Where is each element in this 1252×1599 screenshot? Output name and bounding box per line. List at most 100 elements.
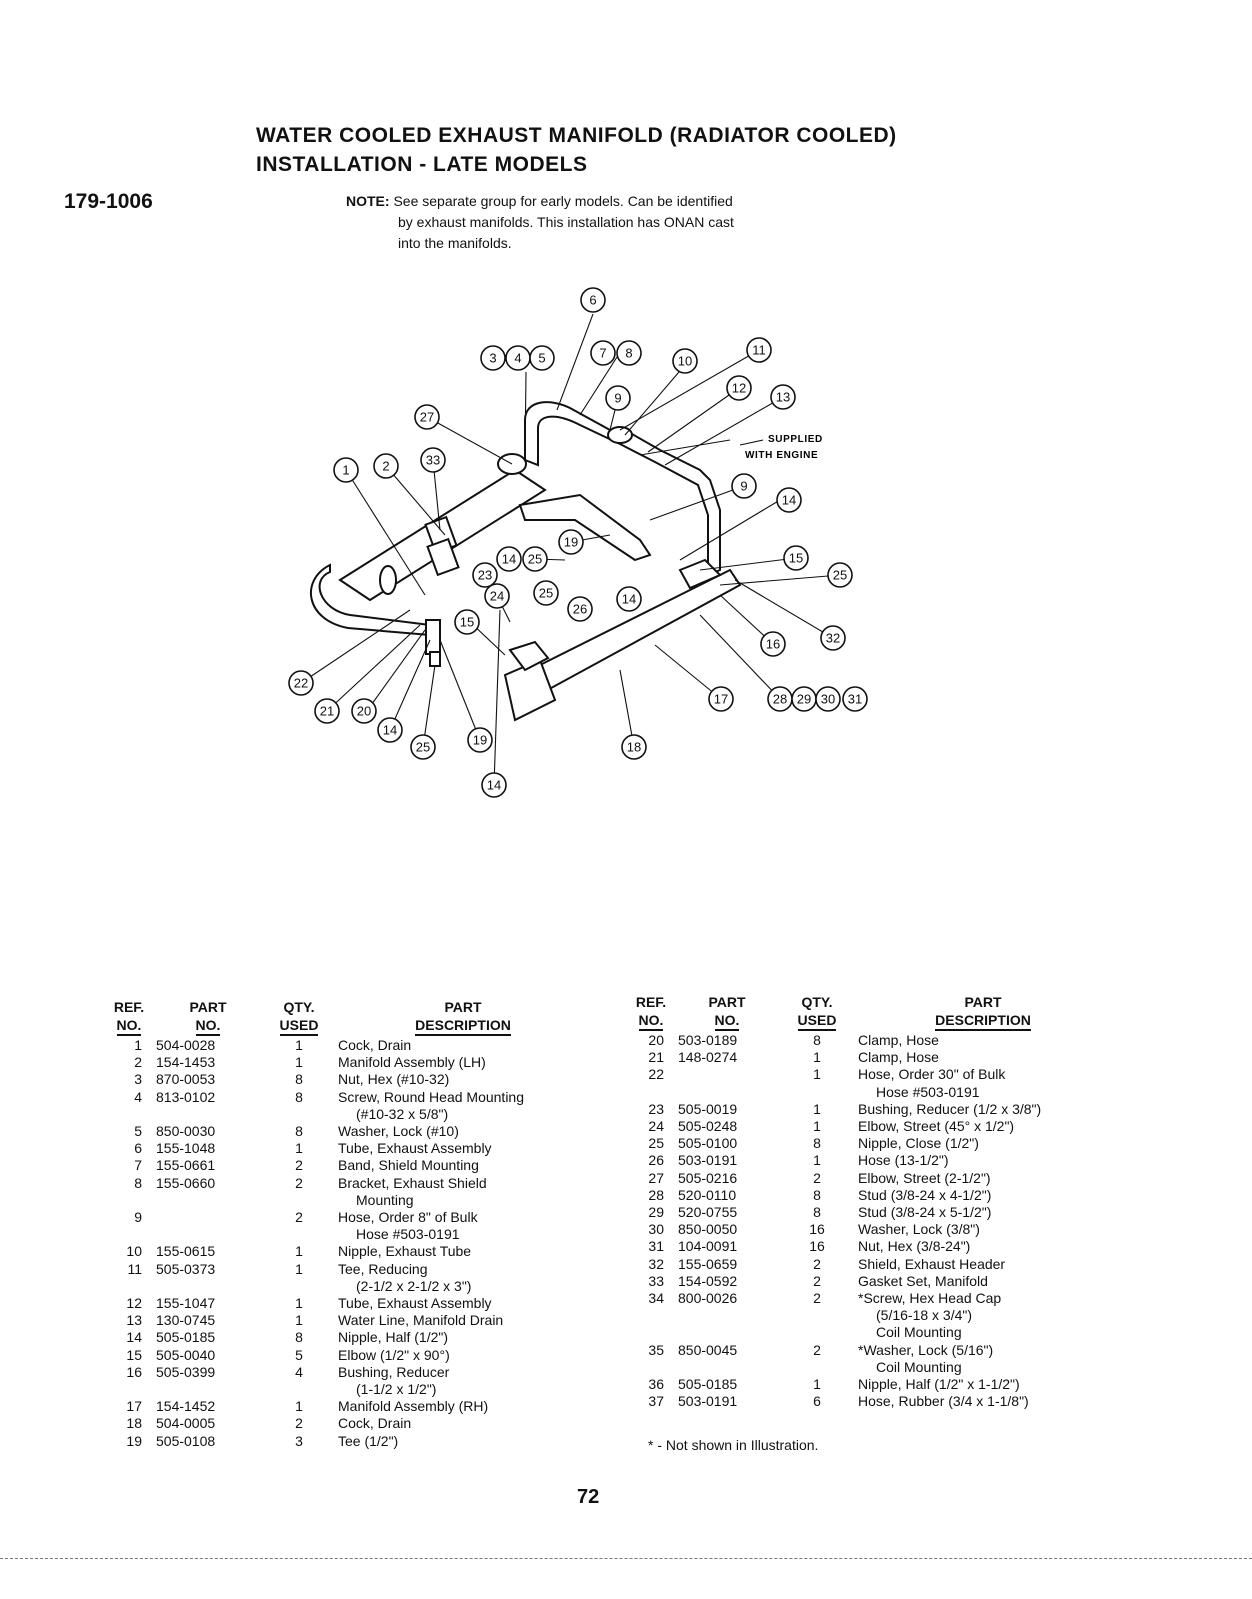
part-number-cell: 813-0102: [156, 1088, 216, 1105]
part-number-cell: 505-0019: [678, 1100, 738, 1117]
description-continuation: (#10-32 x 5/8"): [356, 1105, 449, 1122]
description-line: Washer, Lock (#10): [338, 1123, 459, 1140]
description-cell: Elbow, Street (2-1/2"): [856, 1170, 1110, 1187]
callout-19: 19: [467, 727, 493, 753]
page-title: WATER COOLED EXHAUST MANIFOLD (RADIATOR …: [256, 121, 897, 179]
callout-27: 27: [414, 404, 440, 430]
description-line: Manifold Assembly (RH): [338, 1398, 489, 1415]
part-number-cell: 870-0053: [156, 1071, 216, 1088]
callout-label: 15: [789, 551, 803, 566]
callout-15: 15: [454, 609, 480, 635]
qty-cell: 2: [295, 1157, 303, 1174]
part-number-cell: [154, 1209, 262, 1243]
ref-cell: 4: [134, 1088, 142, 1105]
qty-cell: 1: [295, 1260, 303, 1277]
ref-cell: 35: [648, 1341, 664, 1358]
qty-cell: 16: [809, 1221, 825, 1238]
description-line: Nut, Hex (3/8-24"): [858, 1238, 971, 1255]
callout-8: 8: [616, 340, 642, 366]
gasket-b: [426, 537, 460, 577]
callout-label: 5: [538, 351, 545, 366]
description-line: Hose, Rubber (3/4 x 1-1/8"): [858, 1393, 1029, 1410]
qty-cell: 1: [813, 1118, 821, 1135]
description-cell: Bushing, Reducer (1/2 x 3/8"): [856, 1101, 1110, 1118]
callout-14: 14: [481, 772, 507, 798]
ref-cell: 34: [648, 1290, 664, 1307]
qty-cell: 2: [813, 1169, 821, 1186]
callout-label: 23: [478, 568, 492, 583]
description-cell: Nipple, Half (1/2"): [336, 1329, 590, 1346]
description-line: Screw, Round Head Mounting: [338, 1088, 524, 1105]
description-cell: Nipple, Close (1/2"): [856, 1135, 1110, 1152]
description-line: Band, Shield Mounting: [338, 1157, 479, 1174]
callout-label: 4: [514, 351, 521, 366]
description-cell: *Washer, Lock (5/16")Coil Mounting: [856, 1342, 1110, 1376]
callout-15: 15: [783, 545, 809, 571]
callout-label: 29: [797, 692, 811, 707]
description-continuation: Hose #503-0191: [356, 1226, 460, 1243]
description-cell: Screw, Round Head Mounting(#10-32 x 5/8"…: [336, 1089, 590, 1123]
description-cell: Stud (3/8-24 x 5-1/2"): [856, 1204, 1110, 1221]
description-line: Manifold Assembly (LH): [338, 1054, 486, 1071]
ref-cell: 1: [134, 1037, 142, 1053]
ref-cell: 14: [126, 1329, 142, 1346]
part-number-cell: 503-0191: [678, 1393, 738, 1410]
ref-cell: 19: [126, 1432, 142, 1449]
qty-cell: 1: [813, 1100, 821, 1117]
col-ref: REF.NO.: [104, 998, 154, 1037]
description-line: Tee, Reducing: [338, 1260, 428, 1277]
ref-cell: 21: [648, 1049, 664, 1066]
part-number-cell: 104-0091: [678, 1238, 738, 1255]
ref-cell: 9: [134, 1209, 142, 1226]
description-line: Shield, Exhaust Header: [858, 1255, 1006, 1272]
callout-label: 14: [782, 493, 796, 508]
qty-cell: 8: [813, 1204, 821, 1221]
part-number-cell: 850-0030: [156, 1123, 216, 1140]
ref-cell: 36: [648, 1376, 664, 1393]
part-number-cell: 520-0110: [678, 1186, 737, 1203]
supplied-line-2: WITH ENGINE: [745, 450, 818, 461]
callout-label: 24: [490, 589, 504, 604]
callout-label: 7: [599, 346, 606, 361]
ref-cell: 2: [134, 1054, 142, 1071]
tube-nipple: [607, 426, 633, 444]
leader-lines: [300, 313, 841, 786]
description-cell: Tube, Exhaust Assembly: [336, 1295, 590, 1312]
qty-cell: 1: [295, 1243, 303, 1260]
callout-label: 25: [539, 586, 553, 601]
ref-cell: 29: [648, 1204, 664, 1221]
callout-label: 10: [678, 354, 692, 369]
callout-20: 20: [351, 698, 377, 724]
qty-cell: 8: [813, 1135, 821, 1152]
col-qty: QTY.USED: [262, 998, 336, 1037]
drain-tee: [429, 651, 441, 667]
callout-label: 14: [502, 552, 516, 567]
description-cell: Cock, Drain: [336, 1415, 590, 1432]
qty-cell: 8: [295, 1329, 303, 1346]
callout-label: 8: [625, 346, 632, 361]
description-cell: Water Line, Manifold Drain: [336, 1312, 590, 1329]
description-continuation: Coil Mounting: [876, 1358, 962, 1375]
description-line: Tube, Exhaust Assembly: [338, 1140, 492, 1157]
description-cell: Washer, Lock (#10): [336, 1123, 590, 1140]
description-cell: Gasket Set, Manifold: [856, 1273, 1110, 1290]
manifold-flange-left: [379, 565, 397, 595]
callout-25: 25: [533, 580, 559, 606]
description-cell: Manifold Assembly (LH): [336, 1054, 590, 1071]
part-number-cell: 850-0045: [678, 1341, 738, 1358]
callout-label: 21: [320, 704, 334, 719]
description-line: Cock, Drain: [338, 1415, 412, 1432]
qty-cell: 2: [813, 1272, 821, 1289]
callout-32: 32: [820, 625, 846, 651]
